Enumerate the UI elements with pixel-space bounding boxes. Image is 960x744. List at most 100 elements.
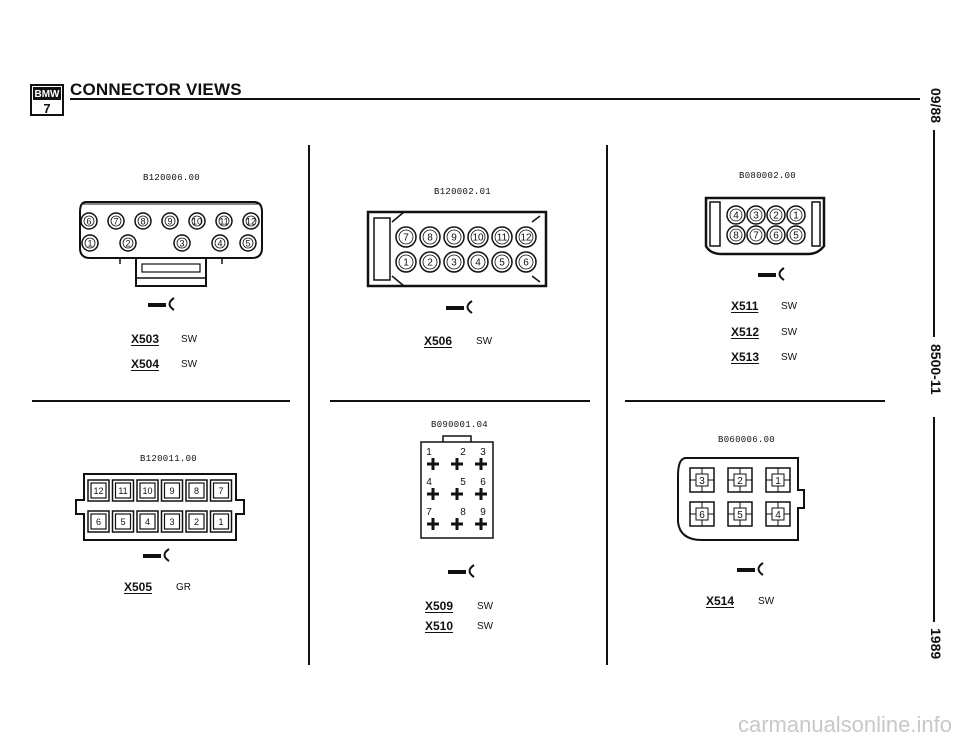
svg-text:8: 8 bbox=[140, 217, 145, 227]
pin-3: 3 bbox=[160, 510, 184, 533]
pin-6: 6 bbox=[474, 477, 488, 500]
wire-color: SW bbox=[781, 352, 798, 363]
svg-text:3: 3 bbox=[480, 447, 486, 458]
row-divider-2 bbox=[330, 400, 590, 402]
pin-8: 8 bbox=[134, 212, 152, 230]
pin-2: 2 bbox=[766, 205, 786, 225]
svg-text:5: 5 bbox=[120, 517, 125, 527]
svg-text:1: 1 bbox=[218, 517, 223, 527]
connector-id: X511 bbox=[731, 299, 759, 313]
wire-color: SW bbox=[181, 359, 198, 370]
connector-id: X503 bbox=[131, 332, 160, 346]
pin-12: 12 bbox=[242, 212, 260, 230]
svg-text:8: 8 bbox=[194, 486, 199, 496]
svg-text:2: 2 bbox=[460, 447, 466, 458]
pin-3: 3 bbox=[173, 234, 191, 252]
svg-text:4: 4 bbox=[775, 510, 781, 521]
pin-2: 2 bbox=[727, 467, 753, 493]
svg-text:8: 8 bbox=[427, 233, 433, 244]
pin-5: 5 bbox=[491, 251, 513, 273]
connector-id: X514 bbox=[706, 594, 735, 608]
plug-symbol bbox=[148, 297, 175, 311]
pin-6: 6 bbox=[87, 510, 110, 533]
svg-text:10: 10 bbox=[142, 486, 152, 496]
svg-text:4: 4 bbox=[426, 477, 432, 488]
svg-text:3: 3 bbox=[753, 211, 759, 222]
pin-1: 1 bbox=[395, 251, 417, 273]
pin-6: 6 bbox=[515, 251, 537, 273]
pin-4: 4 bbox=[211, 234, 229, 252]
wire-color: SW bbox=[781, 301, 798, 312]
svg-text:11: 11 bbox=[497, 233, 508, 244]
wire-color: SW bbox=[181, 334, 198, 345]
svg-text:2: 2 bbox=[427, 258, 433, 269]
pin-8: 8 bbox=[419, 226, 441, 248]
svg-text:7: 7 bbox=[403, 233, 409, 244]
svg-text:11: 11 bbox=[219, 217, 228, 227]
side-label-section: 8500-11 bbox=[928, 344, 944, 395]
header-rule bbox=[70, 98, 920, 100]
pin-1: 1 bbox=[786, 205, 806, 225]
pin-10: 10 bbox=[467, 226, 489, 248]
wire-color: SW bbox=[477, 601, 494, 612]
pin-11: 11 bbox=[215, 212, 233, 230]
svg-text:7: 7 bbox=[218, 486, 223, 496]
row-divider-3 bbox=[625, 400, 885, 402]
svg-text:2: 2 bbox=[737, 476, 743, 487]
svg-text:9: 9 bbox=[169, 486, 174, 496]
connector-id: X504 bbox=[131, 357, 160, 371]
row-divider-1 bbox=[32, 400, 290, 402]
pin-11: 11 bbox=[491, 226, 513, 248]
svg-text:BMW: BMW bbox=[35, 89, 61, 100]
pin-3: 3 bbox=[746, 205, 766, 225]
connector-id: X510 bbox=[425, 619, 454, 633]
pin-9: 9 bbox=[443, 226, 465, 248]
svg-text:6: 6 bbox=[699, 510, 705, 521]
diagram-code: B120006.00 bbox=[143, 173, 201, 183]
wire-color: SW bbox=[477, 621, 494, 632]
pin-5: 5 bbox=[786, 225, 806, 245]
svg-text:1: 1 bbox=[793, 211, 799, 222]
svg-text:6: 6 bbox=[523, 258, 529, 269]
pin-4: 4 bbox=[726, 205, 746, 225]
svg-text:9: 9 bbox=[167, 217, 172, 227]
side-label-year: 1989 bbox=[928, 628, 944, 660]
svg-text:7: 7 bbox=[43, 101, 50, 116]
pin-4: 4 bbox=[426, 477, 440, 500]
pin-7: 7 bbox=[209, 479, 233, 502]
pin-3: 3 bbox=[474, 447, 488, 470]
column-divider-left bbox=[308, 145, 310, 665]
pin-8: 8 bbox=[726, 225, 746, 245]
pin-3: 3 bbox=[443, 251, 465, 273]
wire-color: GR bbox=[176, 582, 191, 593]
column-divider-right bbox=[606, 145, 608, 665]
svg-text:5: 5 bbox=[793, 231, 799, 242]
pin-2: 2 bbox=[119, 234, 137, 252]
pin-2: 2 bbox=[450, 447, 466, 470]
connector-id: X513 bbox=[731, 350, 760, 364]
svg-text:5: 5 bbox=[460, 477, 466, 488]
wire-color: SW bbox=[758, 596, 775, 607]
wire-color: SW bbox=[476, 336, 493, 347]
pin-6: 6 bbox=[80, 212, 98, 230]
pin-5: 5 bbox=[450, 477, 466, 500]
svg-text:1: 1 bbox=[403, 258, 409, 269]
svg-text:5: 5 bbox=[737, 510, 743, 521]
svg-text:9: 9 bbox=[480, 507, 486, 518]
pin-8: 8 bbox=[450, 507, 466, 530]
svg-text:10: 10 bbox=[472, 233, 484, 244]
diagram-code: B120011.00 bbox=[140, 454, 198, 464]
pin-9: 9 bbox=[160, 479, 184, 502]
svg-text:4: 4 bbox=[475, 258, 481, 269]
svg-text:1: 1 bbox=[775, 476, 781, 487]
pin-2: 2 bbox=[419, 251, 441, 273]
pin-5: 5 bbox=[111, 510, 135, 533]
pin-2: 2 bbox=[185, 510, 208, 533]
plug-symbol bbox=[448, 564, 475, 578]
pin-6: 6 bbox=[766, 225, 786, 245]
pin-9: 9 bbox=[474, 507, 488, 530]
